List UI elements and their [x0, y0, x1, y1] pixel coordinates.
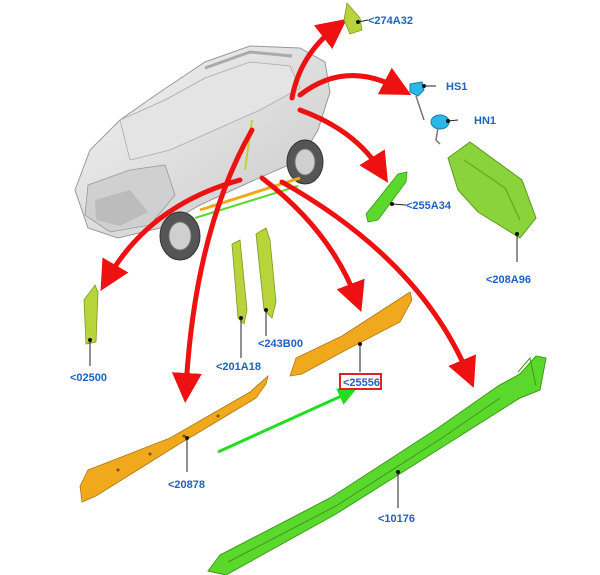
part-02500[interactable]: [83, 284, 99, 345]
label-HN1[interactable]: HN1: [474, 115, 496, 127]
arrow-to-274A32: [289, 18, 347, 101]
arrow-to-20878: [171, 127, 255, 403]
arrow-to-02500: [100, 177, 243, 291]
label-274A32[interactable]: <274A32: [368, 15, 413, 27]
part-274A32[interactable]: [343, 2, 363, 35]
vehicle-illustration: [74, 45, 331, 261]
part-10176[interactable]: [207, 355, 547, 575]
leader-lines: [88, 19, 519, 508]
label-10176[interactable]: <10176: [378, 513, 415, 525]
part-208A96[interactable]: [447, 141, 537, 239]
label-HS1[interactable]: HS1: [446, 81, 467, 93]
label-20878[interactable]: <20878: [168, 479, 205, 491]
indicator-arrow: [217, 388, 357, 454]
arrow-to-255A34: [297, 107, 388, 183]
highlight-box: [339, 373, 382, 390]
label-255A34[interactable]: <255A34: [406, 200, 452, 212]
part-255A34[interactable]: [365, 171, 408, 223]
label-201A18[interactable]: <201A18: [216, 361, 261, 373]
part-HN1-clip[interactable]: [430, 114, 450, 145]
arrow-to-HS1: [297, 67, 412, 98]
label-208A96[interactable]: <208A96: [486, 274, 531, 286]
label-25556[interactable]: <25556: [343, 377, 380, 389]
label-243B00[interactable]: <243B00: [258, 338, 303, 350]
arrow-to-25556: [259, 175, 365, 313]
part-20878[interactable]: [79, 374, 269, 503]
part-201A18[interactable]: [231, 239, 248, 325]
label-02500[interactable]: <02500: [70, 372, 107, 384]
part-25556[interactable]: [289, 291, 413, 377]
part-HS1-clip[interactable]: [409, 81, 425, 121]
part-243B00[interactable]: [255, 227, 277, 319]
pointer-arrows: [100, 18, 476, 403]
part-labels: <274A32 HS1 HN1 <255A34 <208A96 <02500 <…: [70, 15, 531, 525]
arrow-to-10176: [279, 179, 476, 388]
